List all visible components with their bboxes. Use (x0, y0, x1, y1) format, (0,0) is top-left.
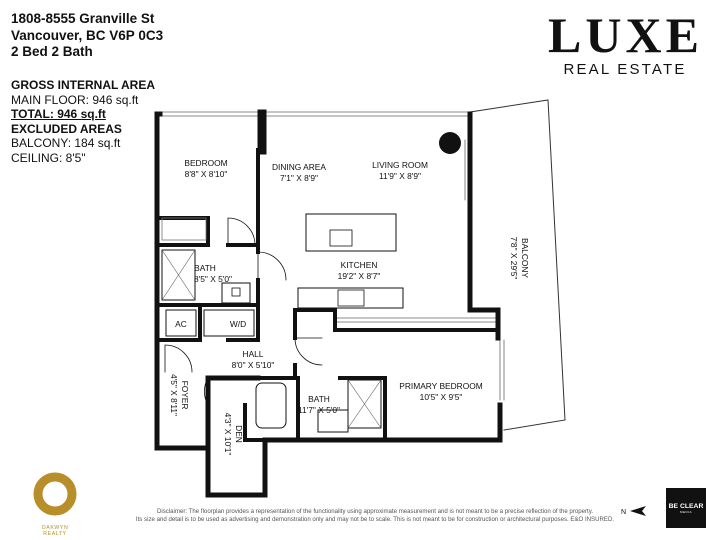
oakwyn-logo: OAKWYN REALTY (30, 470, 80, 537)
kitchen-island (305, 213, 397, 252)
be-clear-logo: BE CLEAR MEDIA (666, 488, 706, 528)
room-ac-name: AC (175, 319, 187, 329)
room-bath2-name: BATH (308, 394, 330, 404)
north-arrow-icon: N (621, 506, 646, 516)
address-line-1: 1808-8555 Granville St (11, 11, 155, 26)
room-primary-name: PRIMARY BEDROOM (399, 381, 482, 391)
window-primary (499, 339, 505, 401)
den-walls (206, 376, 267, 450)
room-kitchen-name: KITCHEN (341, 260, 378, 270)
window-kitchen (334, 317, 499, 323)
room-bath1-name: BATH (194, 263, 216, 273)
room-kitchen-dims: 19'2" X 8'7" (338, 271, 381, 281)
luxe-logo-word: LUXE (548, 7, 703, 63)
total-area: TOTAL: 946 sq.ft (11, 107, 106, 122)
gross-heading: GROSS INTERNAL AREA (11, 78, 156, 92)
kitchen-counter (297, 287, 404, 309)
disclaimer-line-2: Its size and detail is to be used as adv… (135, 516, 615, 523)
ac-closet (165, 309, 197, 337)
luxe-logo: LUXE REAL ESTATE (548, 10, 702, 79)
area-summary: GROSS INTERNAL AREA MAIN FLOOR: 946 sq.f… (11, 78, 155, 166)
disclaimer-line-1: Disclaimer: The floorplan provides a rep… (156, 508, 594, 515)
closet-bedroom (161, 217, 207, 241)
column (439, 132, 461, 154)
room-living-dims: 11'9" X 8'9" (379, 171, 421, 181)
beds-baths: 2 Bed 2 Bath (11, 44, 93, 59)
room-foyer-dims: 4'5" X 8'11" (169, 374, 179, 416)
ceiling-height: CEILING: 8'5" (11, 150, 86, 165)
room-balcony-dims: 7'8" X 29'5" (509, 237, 519, 280)
interior-walls (155, 148, 500, 442)
balcony-area: BALCONY: 184 sq.ft (11, 136, 121, 151)
room-den-name: DEN (234, 425, 244, 443)
be-clear-text: BE CLEAR (668, 503, 704, 510)
oakwyn-ring-icon (33, 472, 77, 516)
balcony-outline (469, 99, 566, 431)
north-compass: N (620, 502, 648, 520)
bathtub (255, 382, 287, 429)
main-floor-area: MAIN FLOOR: 946 sq.ft (11, 92, 139, 107)
window-top (159, 111, 471, 117)
room-den-dims: 4'3" X 10'1" (223, 413, 233, 456)
disclaimer: Disclaimer: The floorplan provides a rep… (95, 508, 655, 524)
luxe-logo-sub: REAL ESTATE (563, 61, 687, 78)
compass-label: N (621, 509, 626, 516)
door-foyer (164, 344, 193, 373)
room-primary-dims: 10'5" X 9'5" (420, 392, 463, 402)
room-bedroom-name: BEDROOM (184, 158, 227, 168)
room-foyer-name: FOYER (180, 381, 190, 410)
room-bath1-dims: 8'5" X 5'0" (194, 274, 232, 284)
room-dining-name: DINING AREA (272, 162, 326, 172)
door-primary (294, 337, 323, 366)
oakwyn-logo-text: OAKWYN REALTY (41, 525, 69, 537)
shower-2 (347, 379, 382, 429)
listing-address: 1808-8555 Granville St Vancouver, BC V6P… (11, 11, 163, 61)
room-dining-dims: 7'1" X 8'9" (280, 173, 318, 183)
room-hall-name: HALL (243, 349, 264, 359)
be-clear-sub: MEDIA (679, 510, 692, 514)
door-bath1 (257, 251, 287, 281)
excluded-heading: EXCLUDED AREAS (11, 121, 122, 136)
room-bath2-dims: 11'7" X 5'0" (298, 405, 340, 415)
room-hall-dims: 8'0" X 5'10" (232, 360, 275, 370)
room-bedroom-dims: 8'8" X 8'10" (185, 169, 228, 179)
room-balcony-name: BALCONY (520, 238, 530, 278)
wd-closet (203, 309, 255, 337)
room-wd-name: W/D (230, 319, 246, 329)
door-den (204, 377, 236, 406)
vanity-1 (221, 282, 251, 304)
address-line-2: Vancouver, BC V6P 0C3 (11, 27, 164, 43)
room-living-name: LIVING ROOM (372, 160, 428, 170)
shower-1 (161, 249, 196, 301)
door-bedroom (227, 217, 256, 246)
